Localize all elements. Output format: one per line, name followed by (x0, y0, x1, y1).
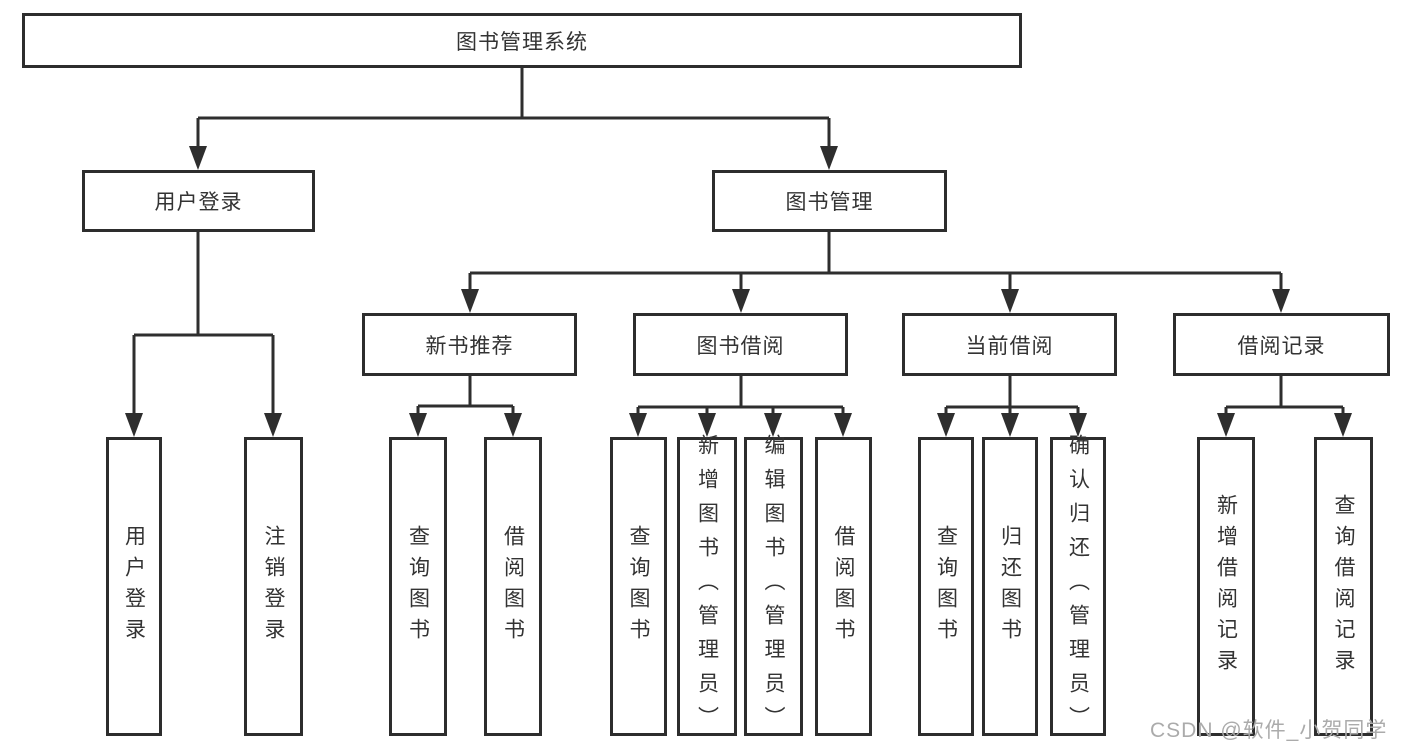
node-label: 当前借阅 (965, 334, 1054, 358)
node-label: 查询图书 (934, 524, 958, 649)
node-library-management-system: 图书管理系统 (22, 13, 1022, 68)
leaf-borrow-query-books: 查询图书 (610, 437, 667, 736)
node-label: 用户登录 (154, 191, 243, 214)
node-label: 确认归还（管理员） (1066, 433, 1090, 740)
node-label: 用户登录 (122, 524, 146, 649)
node-label: 图书管理系统 (456, 30, 588, 54)
node-label: 新增借阅记录 (1214, 493, 1238, 680)
node-book-borrowing: 图书借阅 (633, 313, 848, 376)
csdn-watermark: CSDN @软件_小贺同学 (1150, 719, 1388, 742)
arrowheads (125, 146, 1352, 437)
node-user-login: 用户登录 (82, 170, 315, 232)
node-label: 借阅图书 (832, 524, 855, 649)
leaf-borrow-edit-books-admin: 编辑图书（管理员） (744, 434, 803, 740)
leaf-borrow-add-books-admin: 新增图书（管理员） (677, 434, 737, 740)
leaf-newbooks-borrow-books: 借阅图书 (484, 437, 542, 736)
node-book-management: 图书管理 (712, 170, 947, 232)
leaf-current-confirm-return-admin: 确认归还（管理员） (1050, 434, 1106, 740)
node-label: 编辑图书（管理员） (762, 433, 785, 740)
leaf-current-return-books: 归还图书 (982, 437, 1038, 736)
leaf-user-login: 用户登录 (106, 437, 162, 736)
leaf-records-query-record: 查询借阅记录 (1314, 437, 1373, 736)
node-label: 新增图书（管理员） (695, 433, 719, 740)
node-label: 新书推荐 (425, 334, 514, 358)
node-new-book-recommendation: 新书推荐 (362, 313, 577, 376)
leaf-borrow-borrow-books: 借阅图书 (815, 437, 872, 736)
node-label: 归还图书 (998, 524, 1022, 649)
node-label: 借阅记录 (1237, 334, 1326, 358)
node-current-borrowing: 当前借阅 (902, 313, 1117, 376)
node-label: 查询图书 (627, 524, 650, 649)
node-label: 查询借阅记录 (1332, 493, 1355, 680)
node-label: 图书管理 (785, 191, 874, 214)
node-borrowing-records: 借阅记录 (1173, 313, 1390, 376)
node-label: 借阅图书 (501, 524, 525, 649)
leaf-logout: 注销登录 (244, 437, 303, 736)
node-label: 图书借阅 (696, 334, 785, 358)
node-label: 注销登录 (262, 524, 285, 649)
node-label: 查询图书 (406, 524, 430, 649)
leaf-current-query-books: 查询图书 (918, 437, 974, 736)
leaf-newbooks-query-books: 查询图书 (389, 437, 447, 736)
leaf-records-add-record: 新增借阅记录 (1197, 437, 1255, 736)
